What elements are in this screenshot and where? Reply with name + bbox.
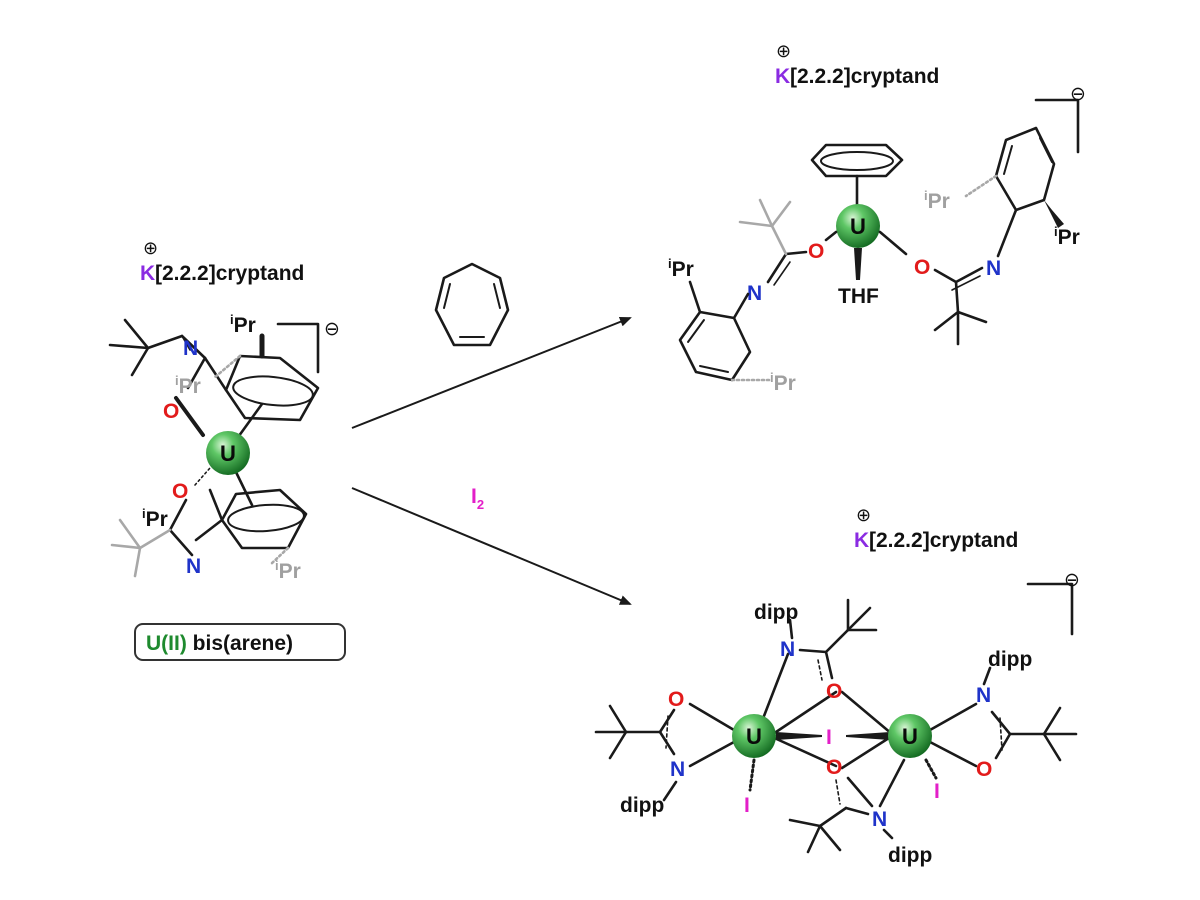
- left-nitrogen-top: N: [183, 337, 198, 360]
- left-upper-arene: [203, 333, 320, 442]
- bottom-iodide-left: I: [744, 794, 750, 817]
- bottom-nitrogen-bottom: N: [872, 808, 887, 831]
- left-nitrogen-bottom: N: [186, 555, 201, 578]
- bottom-charge-minus: ⊖: [1064, 570, 1080, 591]
- top-oxygen-right: O: [914, 256, 930, 279]
- bottom-nitrogen-top: N: [780, 638, 795, 661]
- top-cation-k: K: [775, 65, 790, 88]
- arene-to-u-bond: [234, 402, 264, 442]
- top-anion-bracket: [1034, 98, 1080, 154]
- caption-box: [134, 623, 346, 661]
- cycloheptatriene-reagent: [434, 262, 510, 347]
- top-oxygen-left: O: [808, 240, 824, 263]
- left-uranium-atom: [206, 431, 250, 475]
- caption-text: U(II) bis(arene): [146, 632, 293, 655]
- left-cation-cryptand: [2.2.2]cryptand: [155, 262, 304, 285]
- arrow-to-top-product: [351, 317, 632, 429]
- bottom-oxygen-right: O: [976, 758, 992, 781]
- bottom-iodide-right: I: [934, 780, 940, 803]
- left-ipr-4: iPr: [275, 558, 301, 583]
- left-oxygen-top: O: [163, 400, 179, 423]
- top-ipr-4: iPr: [1054, 224, 1080, 249]
- top-thf: THF: [838, 285, 879, 308]
- left-lower-arene: [194, 468, 308, 567]
- top-charge-minus: ⊖: [1070, 84, 1086, 105]
- bottom-anion-bracket: [1026, 582, 1074, 636]
- top-uranium-atom: [836, 204, 880, 248]
- top-cation-cryptand: [2.2.2]cryptand: [790, 65, 939, 88]
- bottom-uranium-left-label: U: [746, 724, 762, 749]
- bottom-cation-plus: ⊕: [856, 505, 871, 525]
- bottom-product: ⊕ K [2.2.2]cryptand ⊖ N dipp O N: [594, 505, 1080, 867]
- left-cation: ⊕ K [2.2.2]cryptand: [140, 238, 304, 285]
- top-cation-plus: ⊕: [776, 41, 791, 61]
- top-ipr-2: iPr: [770, 370, 796, 395]
- left-ipr-1: iPr: [230, 312, 256, 337]
- starting-complex: ⊕ K [2.2.2]cryptand ⊖ N O iPr iPr: [108, 238, 346, 661]
- left-uranium-label: U: [220, 441, 236, 466]
- bottom-nitrogen-right: N: [976, 684, 991, 707]
- left-oxygen-bottom: O: [172, 480, 188, 503]
- bottom-uranium-right-label: U: [902, 724, 918, 749]
- bottom-oxygen-2: O: [826, 756, 842, 779]
- bottom-dipp-4: dipp: [988, 648, 1032, 671]
- bottom-iodide-bridge: I: [826, 726, 832, 749]
- top-nitrogen-left: N: [747, 282, 762, 305]
- bottom-nitrogen-left: N: [670, 758, 685, 781]
- bottom-cation-cryptand: [2.2.2]cryptand: [869, 529, 1018, 552]
- left-cation-k: K: [140, 262, 155, 285]
- left-cation-plus: ⊕: [143, 238, 158, 258]
- iodine-reagent: I2: [471, 485, 484, 512]
- bottom-dipp-1: dipp: [754, 601, 798, 624]
- bottom-oxygen-1: O: [826, 680, 842, 703]
- bottom-cation-k: K: [854, 529, 869, 552]
- left-ipr-3: iPr: [142, 506, 168, 531]
- top-uranium-label: U: [850, 214, 866, 239]
- top-ipr-1: iPr: [668, 256, 694, 281]
- bottom-oxygen-left: O: [668, 688, 684, 711]
- top-ipr-3: iPr: [924, 188, 950, 213]
- bottom-uranium-right: [888, 714, 932, 758]
- bottom-dipp-3: dipp: [620, 794, 664, 817]
- left-ipr-2: iPr: [175, 373, 201, 398]
- top-product: ⊕ K [2.2.2]cryptand ⊖ U THF O N iPr: [668, 41, 1086, 395]
- left-anion-bracket: [276, 322, 320, 374]
- arrow-to-bottom-product: [351, 487, 632, 605]
- top-nitrogen-right: N: [986, 257, 1001, 280]
- bottom-dipp-2: dipp: [888, 844, 932, 867]
- left-charge-minus: ⊖: [324, 319, 340, 340]
- bottom-uranium-left: [732, 714, 776, 758]
